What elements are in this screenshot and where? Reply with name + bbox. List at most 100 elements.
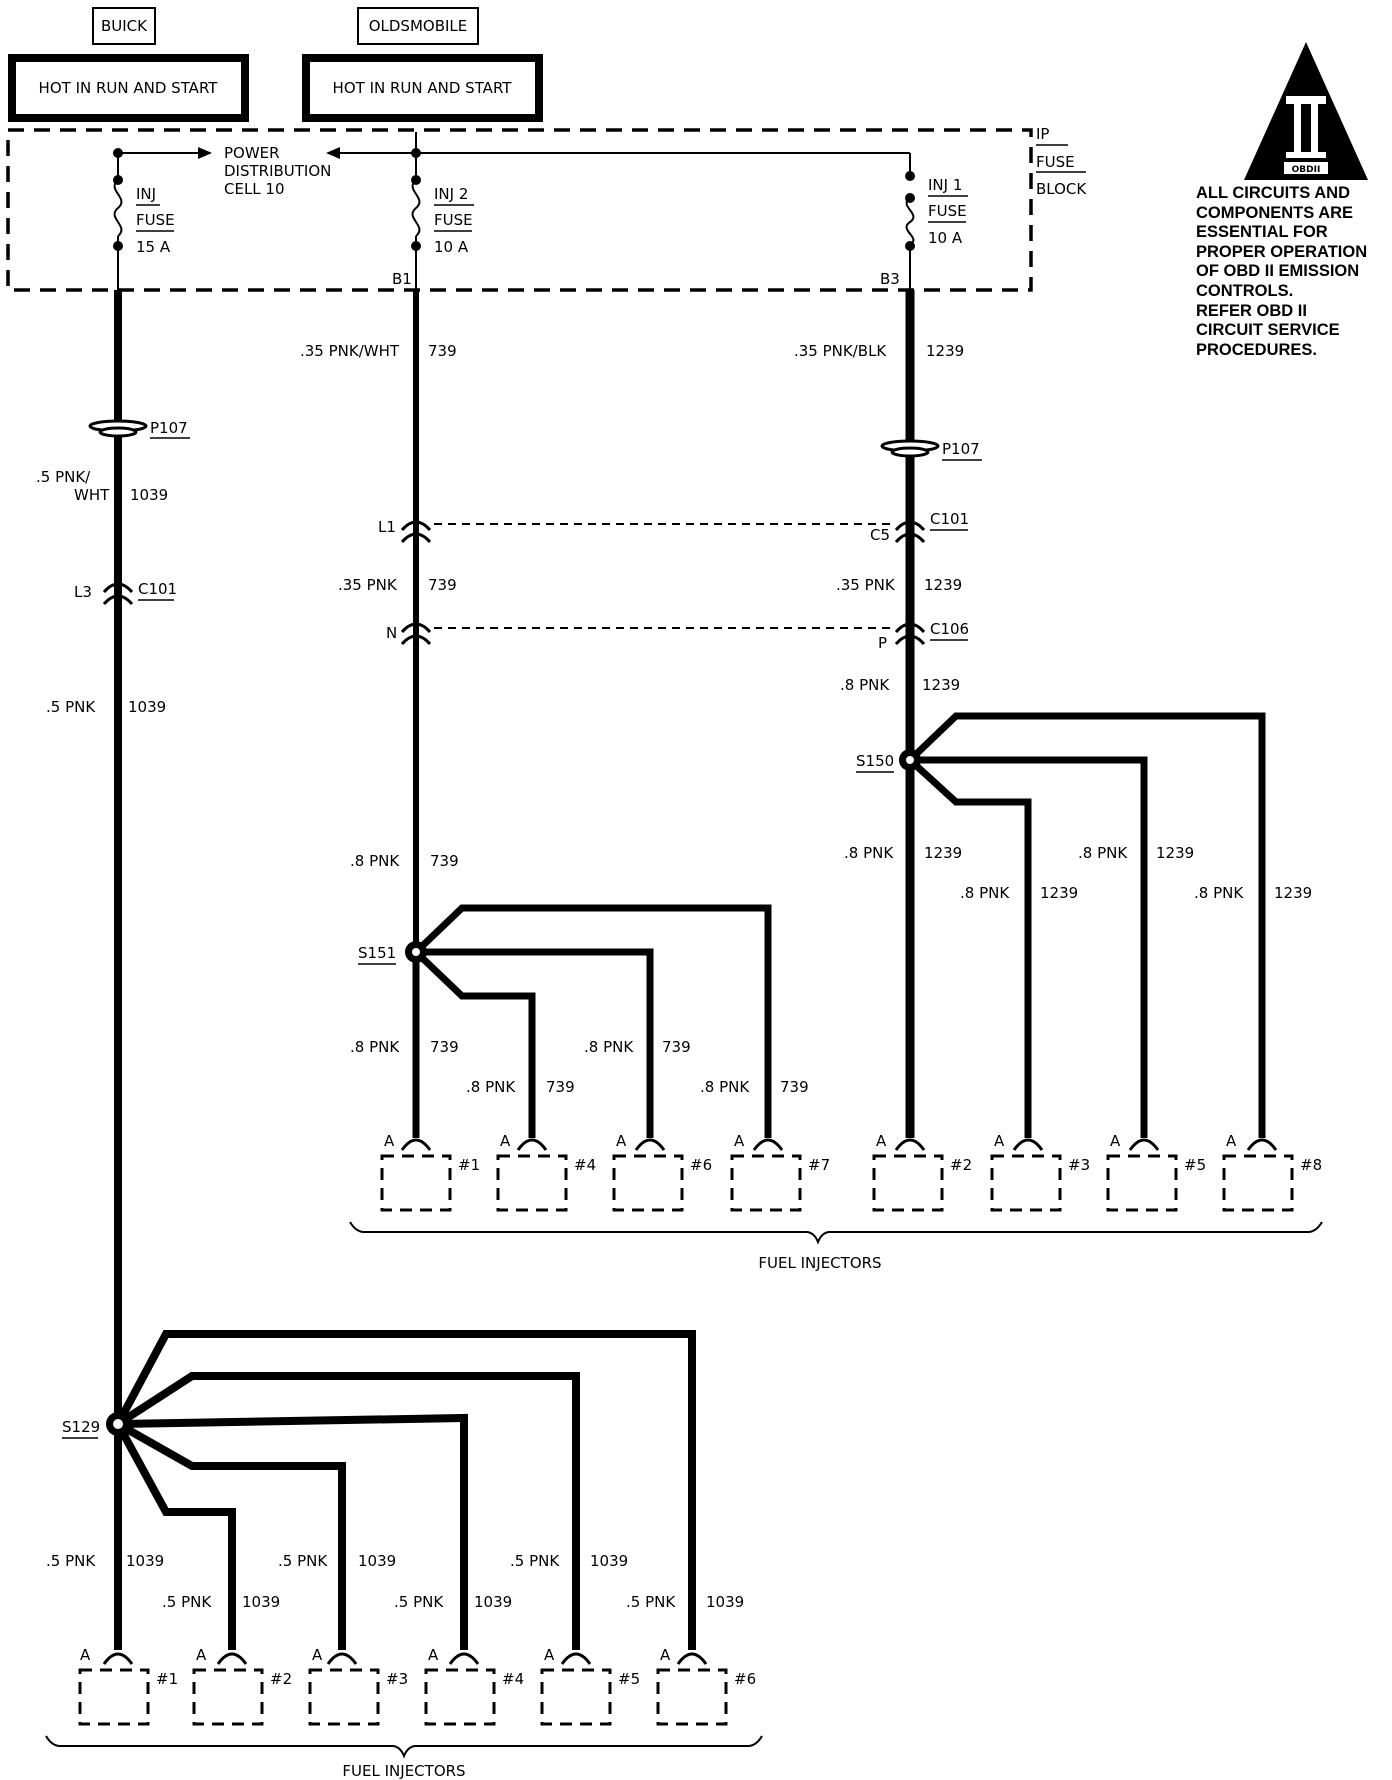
injector-box — [656, 1668, 728, 1726]
inj2-fuse-10a: INJ 2 FUSE 10 A B1 — [392, 132, 474, 290]
connector-pin: L3 — [74, 583, 92, 601]
injector-number: #8 — [1300, 1156, 1322, 1174]
injector-box — [192, 1668, 264, 1726]
s150-splice — [905, 712, 1266, 1138]
notice-line: OF OBD II EMISSION — [1196, 262, 1360, 281]
wire-circuit-number: 739 — [428, 342, 457, 360]
branch-circuit: 739 — [430, 1038, 459, 1056]
branch-circuit: 1039 — [590, 1552, 628, 1570]
c101-name: C101 — [930, 510, 969, 528]
branch-circuit: 1039 — [242, 1593, 280, 1611]
obd-badge: OBDII — [1292, 165, 1321, 175]
notice-line: PROPER OPERATION — [1196, 242, 1368, 261]
wire-circuit-number: 1239 — [926, 342, 964, 360]
injector-number: #6 — [734, 1670, 756, 1688]
fuel-injectors-label: FUEL INJECTORS — [342, 1762, 465, 1780]
branch-circuit: 1039 — [706, 1593, 744, 1611]
pin-label: A — [994, 1132, 1005, 1150]
injector-number: #3 — [1068, 1156, 1090, 1174]
branch-gauge: .5 PNK — [278, 1552, 328, 1570]
buick-injector-4: A #4 — [424, 1646, 524, 1726]
fuse-pin-b3: B3 — [880, 270, 900, 288]
injector-box — [1222, 1154, 1294, 1212]
injector-number: #4 — [574, 1156, 596, 1174]
splice-label: S129 — [62, 1418, 100, 1436]
pin-label: A — [734, 1132, 745, 1150]
olds-injector-2: A #2 — [872, 1132, 972, 1212]
arrow-right-icon — [198, 147, 212, 159]
oldsmobile-hot-label: HOT IN RUN AND START — [333, 79, 513, 97]
branch-gauge: .5 PNK — [510, 1552, 560, 1570]
fuse-name: INJ 1 — [928, 176, 962, 194]
branch-gauge: .8 PNK — [1078, 844, 1128, 862]
connector-icon — [326, 1652, 358, 1665]
pin-label: A — [876, 1132, 887, 1150]
splice-label: S150 — [856, 752, 894, 770]
olds-injector-5: A #5 — [1106, 1132, 1206, 1212]
ip-fuse-block: IP FUSE BLOCK POWER DISTRIBUTION CELL 10… — [6, 125, 1087, 292]
c101-connector-icon — [400, 520, 432, 532]
wire-gauge-color: .35 PNK — [338, 576, 398, 594]
pin-label: A — [500, 1132, 511, 1150]
oldsmobile-circuit: .35 PNK/WHT 739 L1 .35 PNK 739 N .8 PNK … — [300, 290, 1323, 1272]
notice-line: PROCEDURES. — [1196, 340, 1318, 359]
c106-name: C106 — [930, 620, 969, 638]
injector-number: #5 — [618, 1670, 640, 1688]
arrow-left-icon — [326, 147, 340, 159]
injector-box — [380, 1154, 452, 1212]
power-distribution-line2: DISTRIBUTION — [224, 162, 331, 180]
pass-through-label: P107 — [942, 440, 980, 458]
pin-label: A — [616, 1132, 627, 1150]
injector-box — [308, 1668, 380, 1726]
fuse-rating: 15 A — [136, 238, 171, 256]
wire-gauge-color-cont: WHT — [74, 486, 110, 504]
c106-connector-icon — [400, 622, 432, 634]
olds-injector-7: A #7 — [730, 1132, 830, 1212]
buick-tag: BUICK — [101, 17, 148, 35]
fuse-rating: 10 A — [434, 238, 469, 256]
branch-gauge: .8 PNK — [350, 1038, 400, 1056]
injector-number: #2 — [950, 1156, 972, 1174]
olds-injector-6: A #6 — [612, 1132, 712, 1212]
pin-label: A — [660, 1646, 671, 1664]
branch-circuit: 1239 — [1156, 844, 1194, 862]
fuse-icon — [113, 179, 123, 237]
branch-circuit: 1239 — [924, 844, 962, 862]
connector-icon — [634, 1138, 666, 1151]
c101-connector: L3 C101 — [74, 580, 177, 606]
pass-through-label: P107 — [150, 419, 188, 437]
branch-gauge: .5 PNK — [394, 1593, 444, 1611]
splice-label: S151 — [358, 944, 396, 962]
fuse-rating: 10 A — [928, 229, 963, 247]
branch-gauge: .5 PNK — [162, 1593, 212, 1611]
wire-gauge-color: .5 PNK — [46, 698, 96, 716]
branch-circuit: 739 — [662, 1038, 691, 1056]
inj1-fuse-10a: INJ 1 FUSE 10 A B3 — [880, 171, 968, 290]
pin-label: A — [544, 1646, 555, 1664]
power-distribution-line1: POWER — [224, 144, 280, 162]
wire-circuit-number: 1239 — [924, 576, 962, 594]
branch-circuit: 1039 — [358, 1552, 396, 1570]
wire-gauge-color: .35 PNK — [836, 576, 896, 594]
notice-line: CONTROLS. — [1196, 281, 1294, 300]
injector-number: #2 — [270, 1670, 292, 1688]
injector-box — [990, 1154, 1062, 1212]
connector-icon — [894, 1138, 926, 1151]
fuse-pin-b1: B1 — [392, 270, 412, 288]
injector-box — [78, 1668, 150, 1726]
buick-injector-6: A #6 — [656, 1646, 756, 1726]
brace-icon — [349, 1221, 1323, 1245]
injector-number: #5 — [1184, 1156, 1206, 1174]
buick-injector-5: A #5 — [540, 1646, 640, 1726]
branch-circuit: 1039 — [126, 1552, 164, 1570]
injector-box — [540, 1668, 612, 1726]
injector-box — [496, 1154, 568, 1212]
injector-number: #1 — [156, 1670, 178, 1688]
connector-icon — [1246, 1138, 1278, 1151]
fuse-block-label-block: BLOCK — [1036, 180, 1087, 198]
branch-gauge: .8 PNK — [466, 1078, 516, 1096]
injector-box — [730, 1154, 802, 1212]
injector-box — [612, 1154, 684, 1212]
branch-circuit: 1039 — [474, 1593, 512, 1611]
injector-box — [1106, 1154, 1178, 1212]
